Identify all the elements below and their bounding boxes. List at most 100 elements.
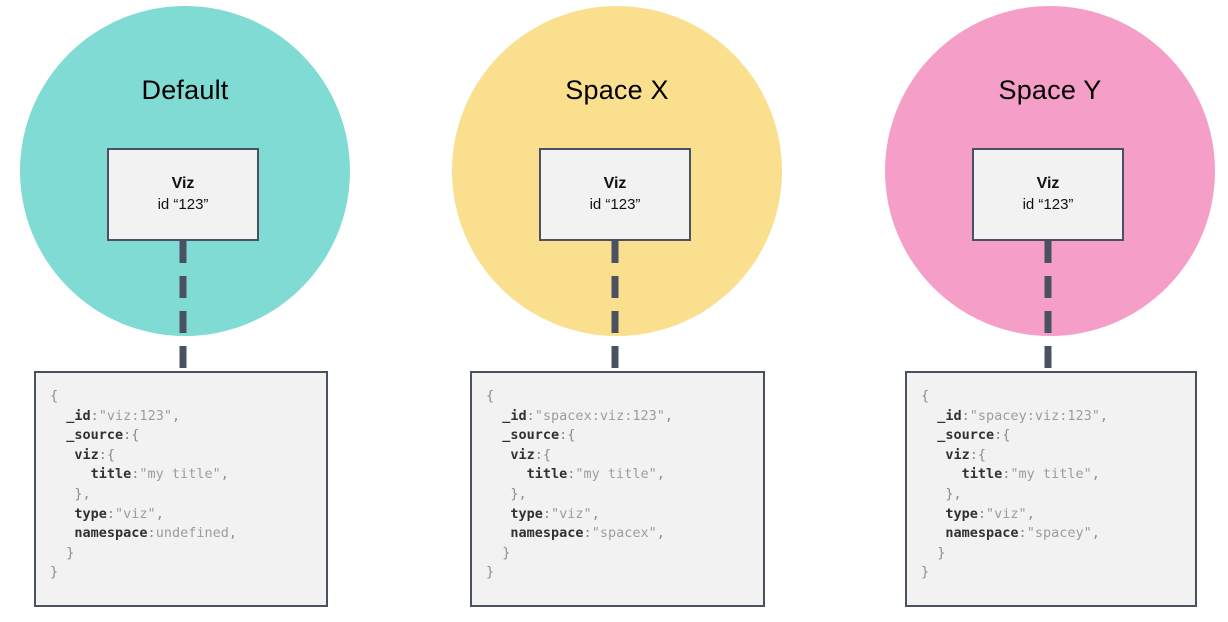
code-punctuation: :{: [559, 427, 576, 444]
code-value: undefined: [155, 525, 229, 542]
viz-node-name: Viz: [1036, 175, 1060, 192]
code-punctuation: ,: [1091, 525, 1100, 542]
code-value: "viz": [551, 505, 592, 522]
code-punctuation: }: [486, 544, 511, 561]
code-key: _id: [66, 407, 91, 424]
code-punctuation: :: [961, 407, 970, 424]
code-punctuation: :: [583, 525, 592, 542]
source-document-spacey: { _id:"spacey:viz:123", _source:{ viz:{ …: [905, 371, 1197, 607]
code-punctuation: [921, 447, 945, 463]
code-punctuation: :: [1018, 525, 1027, 542]
code-line: namespace:undefined,: [50, 524, 316, 544]
code-punctuation: }: [50, 544, 75, 561]
code-key: title: [90, 466, 132, 483]
code-line: {: [50, 387, 316, 407]
viz-node-spacey: Viz id “123”: [972, 148, 1124, 241]
code-punctuation: },: [921, 485, 962, 502]
code-value: "my title": [1010, 466, 1092, 483]
viz-node-id: id “123”: [589, 196, 641, 213]
code-line: type:"viz",: [486, 505, 753, 525]
code-punctuation: ,: [664, 407, 673, 424]
code-punctuation: }: [921, 564, 930, 581]
space-title-spacex: Space X: [565, 75, 669, 105]
code-punctuation: {: [50, 388, 59, 404]
code-line: namespace:"spacey",: [921, 524, 1185, 544]
code-value: "my title": [575, 466, 657, 483]
code-key: namespace: [945, 525, 1019, 542]
code-punctuation: :: [567, 466, 576, 483]
code-punctuation: :{: [123, 427, 140, 444]
source-document-spacex: { _id:"spacex:viz:123", _source:{ viz:{ …: [470, 371, 765, 607]
code-punctuation: ,: [591, 505, 600, 522]
code-punctuation: [921, 506, 945, 522]
viz-node-id: id “123”: [1022, 196, 1074, 213]
code-punctuation: [50, 447, 74, 463]
space-title-spacey: Space Y: [998, 75, 1102, 105]
code-key: _source: [66, 427, 124, 444]
code-punctuation: :{: [994, 427, 1011, 444]
dashed-connector-icon: [1044, 241, 1052, 373]
code-key: type: [945, 505, 978, 522]
code-value: "spacex": [591, 525, 657, 542]
code-punctuation: },: [50, 485, 91, 502]
code-line: _source:{: [50, 426, 316, 446]
code-punctuation: [486, 447, 510, 463]
code-value: "spacey": [1026, 525, 1092, 542]
code-punctuation: }: [486, 564, 495, 581]
code-line: _id:"spacey:viz:123",: [921, 407, 1185, 427]
code-punctuation: {: [486, 388, 495, 404]
code-punctuation: :: [977, 505, 987, 522]
code-punctuation: [486, 466, 527, 482]
code-line: },: [921, 485, 1185, 505]
code-punctuation: },: [486, 485, 527, 502]
code-key: _source: [502, 427, 560, 444]
space-column-spacex: Space X Viz id “123” { _id:"spacex:viz:1…: [432, 0, 842, 622]
code-punctuation: ,: [656, 466, 665, 483]
code-punctuation: ,: [220, 466, 229, 483]
code-punctuation: :{: [969, 446, 987, 463]
code-punctuation: [921, 525, 945, 541]
viz-node-name: Viz: [603, 175, 627, 192]
code-key: namespace: [510, 525, 584, 542]
code-punctuation: :: [1002, 466, 1011, 483]
code-line: }: [50, 563, 316, 583]
code-punctuation: :: [90, 407, 99, 424]
code-punctuation: {: [921, 388, 930, 404]
code-punctuation: [50, 427, 66, 443]
code-punctuation: ,: [1026, 505, 1035, 522]
code-key: _id: [502, 407, 527, 424]
code-punctuation: [921, 466, 962, 482]
code-punctuation: [486, 525, 510, 541]
code-line: _id:"spacex:viz:123",: [486, 407, 753, 427]
viz-node-default: Viz id “123”: [107, 148, 259, 241]
code-punctuation: :: [131, 466, 140, 483]
code-line: title:"my title",: [921, 465, 1185, 485]
viz-node-name: Viz: [171, 175, 195, 192]
code-key: namespace: [74, 525, 148, 542]
code-punctuation: }: [921, 544, 946, 561]
code-line: _id:"viz:123",: [50, 407, 316, 427]
code-punctuation: ,: [656, 525, 665, 542]
code-line: title:"my title",: [50, 465, 316, 485]
code-line: viz:{: [50, 446, 316, 466]
code-punctuation: [50, 408, 66, 424]
code-value: "spacey:viz:123": [969, 407, 1100, 424]
code-line: },: [486, 485, 753, 505]
code-punctuation: ,: [171, 407, 181, 424]
code-value: "my title": [139, 466, 221, 483]
source-document-default: { _id:"viz:123", _source:{ viz:{ title:"…: [34, 371, 328, 607]
code-line: viz:{: [921, 446, 1185, 466]
space-column-spacey: Space Y Viz id “123” { _id:"spacey:viz:1…: [865, 0, 1228, 622]
code-key: _source: [937, 427, 995, 444]
code-key: _id: [937, 407, 962, 424]
code-punctuation: [50, 506, 74, 522]
code-value: "spacex:viz:123": [534, 407, 665, 424]
code-value: "viz": [986, 505, 1027, 522]
code-line: }: [921, 563, 1185, 583]
code-punctuation: [921, 427, 937, 443]
code-punctuation: }: [50, 564, 59, 581]
code-line: }: [50, 544, 316, 564]
code-punctuation: [486, 506, 510, 522]
code-punctuation: :: [147, 525, 156, 542]
